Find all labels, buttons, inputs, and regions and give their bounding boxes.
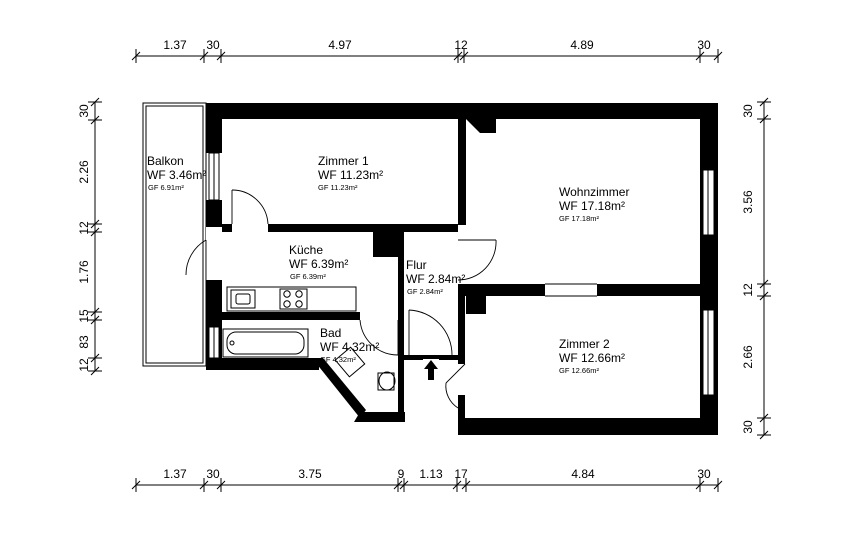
room-bad: Bad WF 4.32m² GF 4.32m² [320,326,379,364]
right-dimension-chain: 30 3.56 12 2.66 30 [741,97,771,440]
room-balkon: Balkon WF 3.46m² GF 6.91m² [147,154,206,192]
kitchen-counter [226,286,357,312]
room-name-balkon: Balkon [147,154,184,168]
dim-top-4: 4.89 [570,38,594,52]
dim-left-4: 15 [77,309,91,323]
dim-top-1: 30 [206,38,220,52]
dim-bottom-6: 4.84 [571,467,595,481]
dim-left-0: 30 [77,104,91,118]
room-flur: Flur WF 2.84m² GF 2.84m² [406,258,465,296]
bathtub [222,328,309,358]
room-wohnzimmer: Wohnzimmer WF 17.18m² GF 17.18m² [559,185,629,223]
room-kueche: Küche WF 6.39m² GF 6.39m² [289,243,348,281]
dim-bottom-5: 17 [454,467,468,481]
dim-right-0: 30 [741,104,755,118]
dim-top-2: 4.97 [328,38,352,52]
room-zimmer2: Zimmer 2 WF 12.66m² GF 12.66m² [559,337,625,375]
dim-right-4: 30 [741,420,755,434]
dim-bottom-3: 9 [398,467,405,481]
room-gf-zimmer1: GF 11.23m² [318,183,358,192]
room-gf-wohnzimmer: GF 17.18m² [559,214,600,223]
room-name-zimmer1: Zimmer 1 [318,154,369,168]
dim-right-3: 2.66 [741,345,755,369]
top-dimension-chain: 1.37 30 4.97 12 4.89 30 [131,38,723,63]
room-gf-zimmer2: GF 12.66m² [559,366,600,375]
room-wf-flur: WF 2.84m² [406,272,465,286]
balcony-outline [142,102,207,367]
dim-left-6: 12 [77,358,91,372]
room-gf-kueche: GF 6.39m² [290,272,326,281]
bottom-dimension-chain: 1.37 30 3.75 9 1.13 17 4.84 30 [131,467,723,492]
dim-right-2: 12 [741,283,755,297]
room-name-kueche: Küche [289,243,323,257]
room-wf-wohnzimmer: WF 17.18m² [559,199,625,213]
dim-left-2: 12 [77,221,91,235]
room-gf-bad: GF 4.32m² [320,355,356,364]
dim-right-1: 3.56 [741,190,755,214]
dim-bottom-1: 30 [206,467,220,481]
room-wf-zimmer2: WF 12.66m² [559,351,625,365]
dim-left-3: 1.76 [77,260,91,284]
bath-fixtures [334,346,396,391]
dim-bottom-0: 1.37 [163,467,187,481]
entrance-arrow-icon [423,359,439,381]
windows [208,152,715,396]
room-gf-flur: GF 2.84m² [407,287,443,296]
dim-top-0: 1.37 [163,38,187,52]
dim-top-5: 30 [697,38,711,52]
room-wf-kueche: WF 6.39m² [289,257,348,271]
doors [185,189,597,409]
dim-bottom-4: 1.13 [419,467,443,481]
dim-left-1: 2.26 [77,160,91,184]
dim-top-3: 12 [454,38,468,52]
room-name-flur: Flur [406,258,427,272]
dim-bottom-2: 3.75 [298,467,322,481]
room-wf-balkon: WF 3.46m² [147,168,206,182]
room-wf-zimmer1: WF 11.23m² [318,168,383,182]
room-name-wohnzimmer: Wohnzimmer [559,185,629,199]
room-wf-bad: WF 4.32m² [320,340,379,354]
dim-left-5: 83 [77,335,91,349]
left-dimension-chain: 30 2.26 12 1.76 15 83 12 [77,97,102,376]
room-gf-balkon: GF 6.91m² [148,183,184,192]
room-name-zimmer2: Zimmer 2 [559,337,610,351]
walls [206,103,718,435]
dim-bottom-7: 30 [697,467,711,481]
room-name-bad: Bad [320,326,341,340]
room-zimmer1: Zimmer 1 WF 11.23m² GF 11.23m² [318,154,383,192]
